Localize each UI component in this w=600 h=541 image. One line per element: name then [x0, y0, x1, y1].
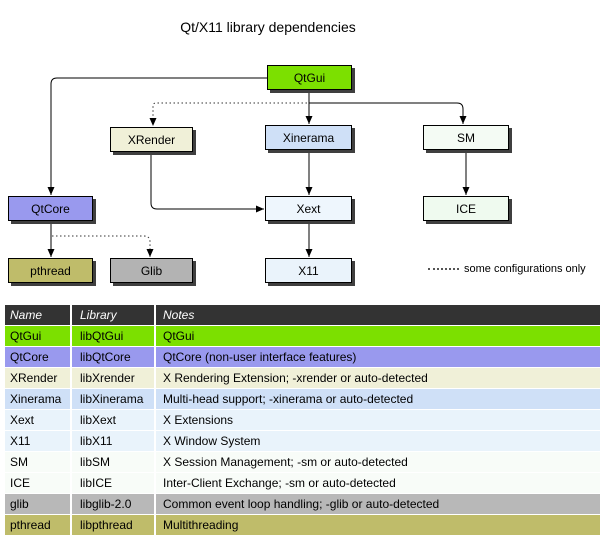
- cell-library: libXrender: [71, 367, 156, 389]
- cell-name: X11: [5, 430, 72, 452]
- diagram-node-glib: Glib: [110, 258, 193, 283]
- diagram-node-xext: Xext: [265, 196, 352, 221]
- cell-notes: QtCore (non-user interface features): [155, 346, 600, 368]
- diagram-edges: [47, 77, 470, 257]
- cell-notes: X Window System: [155, 430, 600, 452]
- cell-name: QtGui: [5, 325, 72, 347]
- cell-notes: Multi-head support; -xinerama or auto-de…: [155, 388, 600, 410]
- cell-notes: Multithreading: [155, 514, 600, 536]
- cell-notes: Inter-Client Exchange; -sm or auto-detec…: [155, 472, 600, 494]
- cell-name: Xinerama: [5, 388, 72, 410]
- cell-notes: QtGui: [155, 325, 600, 347]
- cell-library: libQtCore: [71, 346, 156, 368]
- cell-name: QtCore: [5, 346, 72, 368]
- cell-name: Xext: [5, 409, 72, 431]
- column-header-library: Library: [71, 305, 156, 326]
- cell-notes: X Rendering Extension; -xrender or auto-…: [155, 367, 600, 389]
- diagram-node-qtgui: QtGui: [267, 65, 352, 90]
- cell-notes: Common event loop handling; -glib or aut…: [155, 493, 600, 515]
- diagram-node-xinerama: Xinerama: [265, 125, 352, 150]
- cell-library: libXext: [71, 409, 156, 431]
- cell-notes: X Extensions: [155, 409, 600, 431]
- cell-name: SM: [5, 451, 72, 473]
- diagram-node-xrender: XRender: [110, 127, 193, 152]
- diagram-node-sm: SM: [423, 125, 509, 150]
- edge-xrender-xext: [150, 152, 264, 213]
- edge-qtcore-glib: [52, 235, 154, 257]
- diagram-node-x11: X11: [265, 258, 352, 283]
- cell-name: pthread: [5, 514, 72, 536]
- diagram-node-pthread: pthread: [8, 258, 93, 283]
- edge-qtgui-sm: [309, 102, 467, 124]
- legend: some configurations only: [428, 263, 586, 275]
- cell-notes: X Session Management; -sm or auto-detect…: [155, 451, 600, 473]
- cell-library: libQtGui: [71, 325, 156, 347]
- cell-library: libICE: [71, 472, 156, 494]
- cell-library: libXinerama: [71, 388, 156, 410]
- cell-name: XRender: [5, 367, 72, 389]
- cell-library: libX11: [71, 430, 156, 452]
- column-header-notes: Notes: [155, 305, 600, 326]
- column-header-name: Name: [5, 305, 72, 326]
- edge-qtgui-qtcore: [47, 77, 267, 195]
- edge-qtgui-xrender: [149, 102, 307, 126]
- page-title: Qt/X11 library dependencies: [180, 19, 356, 35]
- table-header-row: Name Library Notes: [5, 305, 600, 326]
- legend-label: some configurations only: [464, 263, 586, 275]
- cell-name: glib: [5, 493, 72, 515]
- cell-library: libglib-2.0: [71, 493, 156, 515]
- dotted-line-sample: [428, 268, 459, 270]
- diagram-node-ice: ICE: [423, 196, 509, 221]
- cell-library: libSM: [71, 451, 156, 473]
- cell-library: libpthread: [71, 514, 156, 536]
- cell-name: ICE: [5, 472, 72, 494]
- diagram-node-qtcore: QtCore: [8, 196, 93, 221]
